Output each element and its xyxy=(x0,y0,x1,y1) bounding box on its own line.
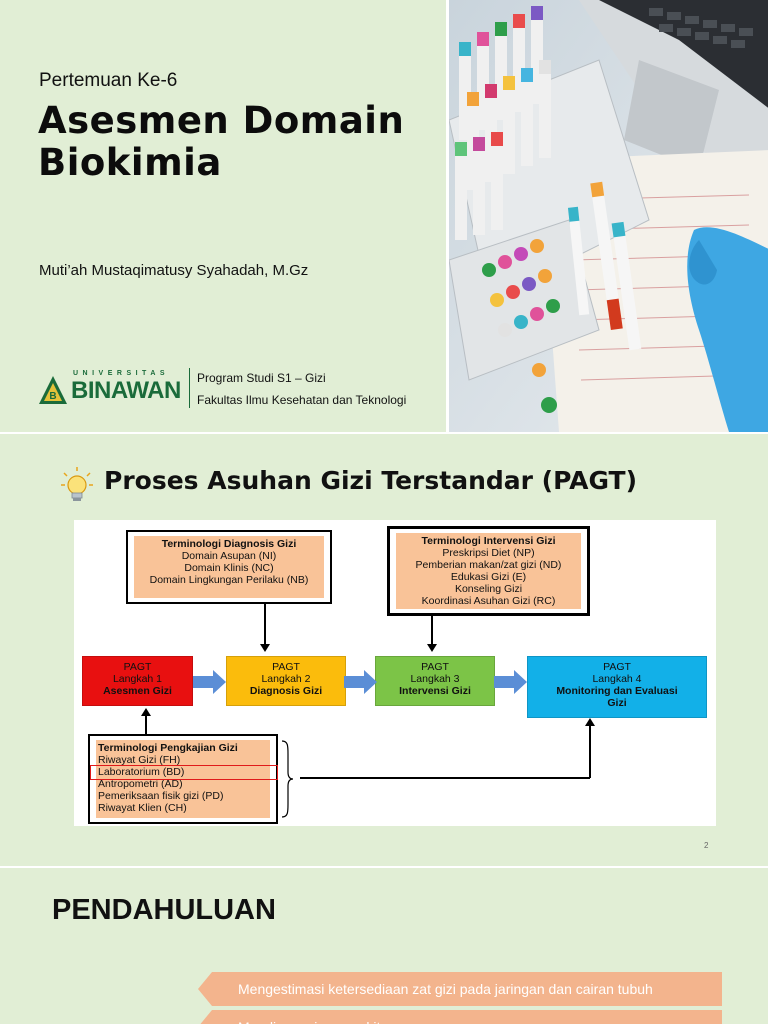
flow-arrow-icon xyxy=(344,670,377,694)
connector-line xyxy=(589,725,591,778)
connector-line xyxy=(145,714,147,736)
intervention-item: Preskripsi Diet (NP) xyxy=(442,547,535,559)
program-label: Program Studi S1 – Gizi xyxy=(197,371,326,385)
step-number: Langkah 3 xyxy=(410,673,460,685)
assessment-heading: Terminologi Pengkajian Gizi xyxy=(98,742,238,754)
diagnosis-heading: Terminologi Diagnosis Gizi xyxy=(161,538,297,550)
step-title: Monitoring dan Evaluasi xyxy=(556,685,678,697)
author-name: Muti’ah Mustaqimatusy Syahadah, M.Gz xyxy=(39,262,309,279)
intervention-heading: Terminologi Intervensi Gizi xyxy=(421,535,556,547)
step-title: Asesmen Gizi xyxy=(103,685,172,697)
flow-arrow-icon xyxy=(494,670,527,694)
logo-upper-text: UNIVERSITAS xyxy=(73,370,170,377)
connector-line xyxy=(264,604,266,646)
step-number: Langkah 2 xyxy=(261,673,311,685)
pagt-title: Proses Asuhan Gizi Terstandar (PAGT) xyxy=(104,466,638,495)
title-line-2: Biokimia xyxy=(38,141,222,184)
svg-text:B: B xyxy=(49,391,56,402)
step-label: PAGT xyxy=(421,661,449,673)
point-tag: Mengestimasi ketersediaan zat gizi pada … xyxy=(198,972,722,1006)
pagt-slide: Proses Asuhan Gizi Terstandar (PAGT) Ter… xyxy=(0,434,768,866)
step-title-cont: Gizi xyxy=(607,697,627,709)
brace-icon xyxy=(281,740,294,818)
step-number: Langkah 1 xyxy=(112,673,163,685)
title-slide: Pertemuan Ke-6 Asesmen Domain Biokimia M… xyxy=(0,0,768,432)
arrowhead-down xyxy=(427,644,437,652)
intervention-item: Konseling Gizi xyxy=(454,583,523,595)
diagnosis-terminology-box: Terminologi Diagnosis Gizi Domain Asupan… xyxy=(126,530,332,604)
lightbulb-icon xyxy=(61,467,93,501)
step-label: PAGT xyxy=(123,661,152,673)
introduction-slide: PENDAHULUAN Mengestimasi ketersediaan za… xyxy=(0,868,768,1024)
diagnosis-item: Domain Klinis (NC) xyxy=(184,562,274,574)
assessment-item: Pemeriksaan fisik gizi (PD) xyxy=(98,790,224,802)
step-title: Intervensi Gizi xyxy=(399,685,471,697)
diagnosis-item: Domain Asupan (NI) xyxy=(181,550,277,562)
step-label: PAGT xyxy=(272,661,300,673)
assessment-item: Riwayat Klien (CH) xyxy=(98,802,187,814)
slide-number: 2 xyxy=(704,841,709,850)
title-line-1: Asesmen Domain xyxy=(38,99,405,142)
laboratorium-highlight xyxy=(90,765,278,780)
step-3-box: PAGT Langkah 3 Intervensi Gizi xyxy=(375,656,495,706)
assessment-item: Antropometri (AD) xyxy=(98,778,183,790)
assessment-item: Riwayat Gizi (FH) xyxy=(98,754,181,766)
faculty-label: Fakultas Ilmu Kesehatan dan Teknologi xyxy=(197,393,407,407)
step-title: Diagnosis Gizi xyxy=(249,685,323,697)
connector-line xyxy=(300,777,590,779)
slide-title: Asesmen Domain Biokimia xyxy=(38,100,404,184)
lab-illustration xyxy=(448,0,768,432)
assessment-item: Laboratorium (BD) xyxy=(98,766,185,778)
arrowhead-down xyxy=(260,644,270,652)
arrowhead-up xyxy=(141,708,151,716)
program-info: Program Studi S1 – Gizi Fakultas Ilmu Ke… xyxy=(197,367,406,411)
step-label: PAGT xyxy=(603,661,631,673)
binawan-emblem-icon: B xyxy=(39,376,67,404)
point-tag: Mendiagnosis penyakit xyxy=(198,1010,722,1024)
logo-divider xyxy=(189,368,190,408)
intervention-item: Pemberian makan/zat gizi (ND) xyxy=(415,559,562,571)
pagt-diagram: Terminologi Diagnosis Gizi Domain Asupan… xyxy=(74,520,716,826)
flow-arrow-icon xyxy=(193,670,226,694)
logo-wordmark: BINAWAN xyxy=(71,377,181,404)
meeting-label: Pertemuan Ke-6 xyxy=(39,70,178,91)
step-1-box: PAGT Langkah 1 Asesmen Gizi xyxy=(82,656,193,706)
lab-photo xyxy=(446,0,768,432)
intervention-item: Edukasi Gizi (E) xyxy=(450,571,527,583)
diagnosis-item: Domain Lingkungan Perilaku (NB) xyxy=(149,574,309,586)
introduction-title: PENDAHULUAN xyxy=(52,894,276,926)
step-4-box: PAGT Langkah 4 Monitoring dan Evaluasi G… xyxy=(527,656,707,718)
step-2-box: PAGT Langkah 2 Diagnosis Gizi xyxy=(226,656,346,706)
intervention-terminology-box: Terminologi Intervensi Gizi Preskripsi D… xyxy=(387,526,590,616)
intervention-item: Koordinasi Asuhan Gizi (RC) xyxy=(421,595,556,607)
step-number: Langkah 4 xyxy=(592,673,642,685)
university-logo: B UNIVERSITAS BINAWAN xyxy=(37,370,189,410)
arrowhead-up xyxy=(585,718,595,726)
connector-line xyxy=(431,616,433,646)
